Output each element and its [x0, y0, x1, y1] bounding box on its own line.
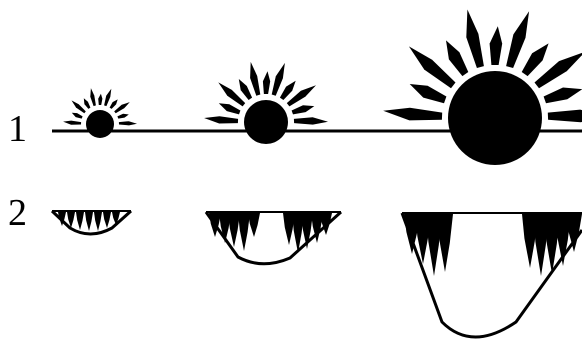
sun-ray	[104, 89, 111, 106]
sun-ray	[117, 114, 128, 119]
bowl-flame	[320, 213, 332, 235]
bowl-flame	[94, 212, 102, 231]
sun-ray	[98, 94, 102, 105]
sun-ray	[204, 116, 238, 123]
bowl-flame	[238, 213, 250, 251]
sun-ray	[110, 99, 118, 109]
sun-ray	[84, 98, 91, 109]
sun-ray	[280, 81, 296, 100]
sun-ray	[466, 10, 484, 69]
sun-ray	[522, 43, 549, 76]
sun-ray	[272, 63, 285, 96]
large-sun	[383, 10, 582, 166]
bowl-flame	[248, 213, 260, 237]
bowl-flame	[76, 212, 84, 230]
bowl-flame	[228, 213, 240, 247]
bowl-flame	[85, 212, 93, 231]
small-bowl	[52, 211, 131, 234]
sun-ray	[410, 84, 447, 103]
sun-ray	[548, 110, 582, 123]
sun-ray	[239, 79, 252, 100]
bowl-flame	[301, 213, 313, 249]
sun-disc	[86, 110, 114, 138]
sun-ray	[72, 100, 86, 113]
bowl-flame	[209, 213, 221, 237]
medium-bowl	[206, 212, 341, 264]
sun-group	[63, 10, 582, 166]
sun-ray	[544, 88, 582, 104]
sun-ray	[119, 121, 137, 125]
sun-ray	[446, 40, 468, 76]
sun-ray	[292, 105, 315, 114]
bowl-group	[52, 211, 582, 337]
sun-ray	[72, 113, 83, 119]
sun-ray	[263, 71, 270, 94]
sun-disc	[244, 100, 288, 144]
large-bowl	[402, 213, 582, 337]
sun-disc	[448, 71, 542, 165]
sun-ray	[490, 26, 503, 65]
sun-ray	[63, 121, 81, 125]
sun-ray	[90, 88, 96, 106]
sun-ray	[250, 62, 260, 96]
sun-ray	[383, 108, 442, 121]
sun-ray	[506, 11, 529, 68]
bowl-flame	[103, 212, 111, 228]
sun-ray	[219, 103, 241, 114]
bowl-flame	[437, 214, 453, 272]
sun-ray	[294, 117, 328, 124]
sun-ray	[114, 102, 130, 113]
